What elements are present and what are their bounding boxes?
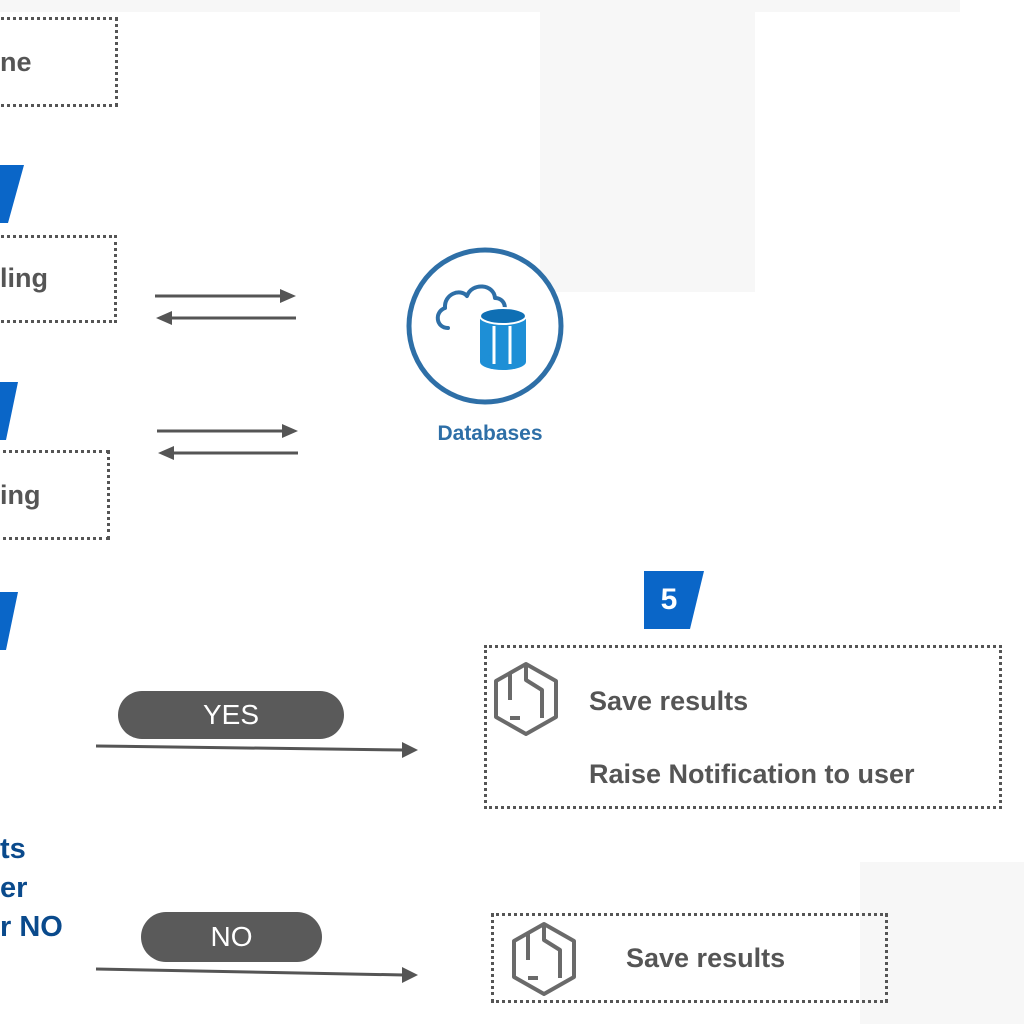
decision-question-line-1: ts bbox=[0, 833, 26, 865]
step-5-badge: 5 bbox=[660, 583, 678, 616]
no-arrow bbox=[95, 967, 418, 983]
step-5-raise-notification: Raise Notification to user bbox=[589, 759, 915, 789]
step-box-middle-2 bbox=[0, 450, 110, 540]
package-cube-icon bbox=[512, 922, 576, 996]
step-5-save-results: Save results bbox=[589, 686, 749, 716]
cloud-database-icon bbox=[406, 247, 564, 405]
decision-question-line-2: er bbox=[0, 872, 28, 904]
step-5-box bbox=[484, 645, 1002, 809]
databases-label: Databases bbox=[437, 422, 543, 445]
step-badge-partial-1 bbox=[0, 165, 24, 223]
background-panel-right bbox=[540, 12, 755, 292]
step-badge-partial-3 bbox=[0, 592, 18, 650]
no-pill: NO bbox=[141, 912, 322, 962]
step-badge-partial-2 bbox=[0, 382, 18, 440]
step-box-middle-1-label: ling bbox=[0, 263, 48, 293]
yes-arrow bbox=[95, 742, 418, 758]
decision-question-line-3: r NO bbox=[0, 911, 63, 943]
yes-pill: YES bbox=[118, 691, 344, 739]
step-box-middle-1 bbox=[0, 235, 117, 323]
bidirectional-arrow-1 bbox=[155, 289, 296, 325]
background-panel-top bbox=[0, 0, 960, 12]
step-box-middle-2-label: ing bbox=[0, 480, 41, 510]
no-result-box bbox=[491, 913, 888, 1003]
bidirectional-arrow-2 bbox=[157, 424, 298, 460]
package-cube-icon bbox=[494, 662, 558, 736]
step-5-badge-shape bbox=[644, 571, 704, 629]
step-box-top-label: ne bbox=[0, 47, 32, 77]
step-box-top bbox=[0, 17, 118, 107]
no-result-save-results: Save results bbox=[626, 943, 786, 973]
